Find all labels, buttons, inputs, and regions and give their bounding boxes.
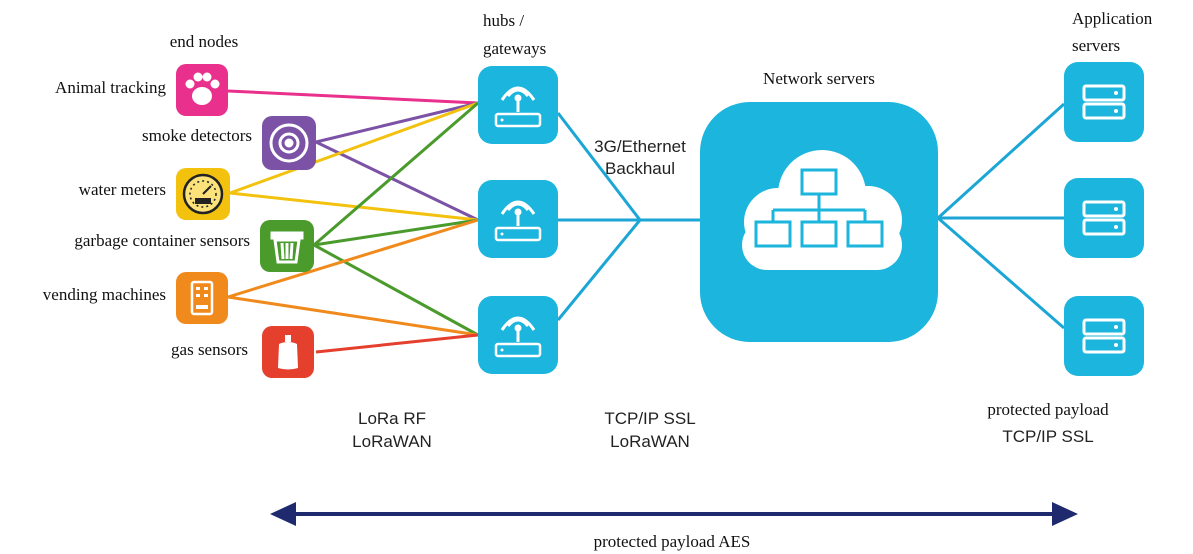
network-servers-label: Network servers (763, 69, 875, 88)
link-garbage-gw3 (313, 243, 479, 337)
backhaul-label-line1: 3G/Ethernet (594, 137, 686, 156)
tcp-ssl-label-line1: TCP/IP SSL (604, 409, 695, 428)
network-server (700, 102, 938, 342)
gateway-1 (478, 66, 558, 144)
link-animal-gw1 (227, 89, 479, 105)
link-water-gw2 (229, 191, 479, 222)
garbage-bin-icon (270, 231, 304, 264)
hubs-label-line1: hubs / (483, 11, 524, 30)
gas-sensor-icon (278, 335, 298, 370)
link-smoke-gw2 (315, 140, 479, 222)
end-node-label-vending-machines: vending machines (43, 285, 166, 304)
link-cloud-app1 (936, 102, 1066, 220)
end-node-label-smoke-detectors: smoke detectors (142, 126, 252, 145)
water-meter-icon (182, 173, 224, 215)
gateway-2 (478, 180, 558, 258)
link-cloud-app3 (937, 216, 1065, 330)
link-garbage-gw1 (313, 101, 479, 247)
double-arrow-icon (270, 502, 1078, 526)
application-server-2 (1064, 178, 1144, 258)
end-node-label-gas-sensors: gas sensors (171, 340, 248, 359)
link-vending-gw3 (227, 295, 479, 337)
app-servers-label-line2: servers (1072, 36, 1120, 55)
network-hierarchy-icon (754, 168, 884, 248)
application-server-3 (1064, 296, 1144, 376)
smoke-detector-icon (269, 123, 309, 163)
backhaul-label-line2: Backhaul (605, 159, 675, 178)
end-node-gas-sensors (262, 326, 314, 378)
protected-payload-label-line2: TCP/IP SSL (1002, 427, 1093, 446)
protected-payload-label-line1: protected payload (987, 400, 1109, 419)
tcp-ssl-label-line2: LoRaWAN (610, 432, 690, 451)
vending-machine-icon-bg (176, 272, 228, 324)
paw-icon (185, 72, 220, 105)
server-icon (1064, 178, 1144, 258)
end-node-label-garbage-container-sensors: garbage container sensors (74, 231, 250, 250)
gateway-3 (478, 296, 558, 374)
end-node-label-animal-tracking: Animal tracking (55, 78, 166, 97)
lora-rf-label-line2: LoRaWAN (352, 432, 432, 451)
link-gw1-junction (556, 112, 642, 221)
link-garbage-gw2 (313, 218, 479, 247)
backhaul-links (556, 102, 1066, 330)
end-node-garbage-container-sensors (260, 220, 314, 272)
end-node-label-water-meters: water meters (79, 180, 166, 199)
link-vending-gw2 (227, 218, 479, 299)
protected-payload-aes-label: protected payload AES (594, 532, 751, 551)
app-servers-label-line1: Application (1072, 9, 1153, 28)
end-node-vending-machines (176, 272, 228, 324)
link-gas-gw3 (315, 333, 479, 354)
server-icon (1064, 296, 1144, 376)
server-icon (1064, 62, 1144, 142)
end-node-smoke-detectors (262, 116, 316, 170)
end-node-water-meters (176, 168, 230, 220)
link-gw3-junction (556, 219, 642, 321)
end-nodes-heading: end nodes (170, 32, 238, 51)
link-smoke-gw1 (315, 101, 479, 144)
lora-rf-label-line1: LoRa RF (358, 409, 426, 428)
application-server-1 (1064, 62, 1144, 142)
link-water-gw1 (229, 101, 479, 195)
end-node-animal-tracking (176, 64, 228, 116)
rf-links (227, 89, 479, 354)
hubs-label-line2: gateways (483, 39, 546, 58)
vending-machine-icon (190, 280, 214, 316)
